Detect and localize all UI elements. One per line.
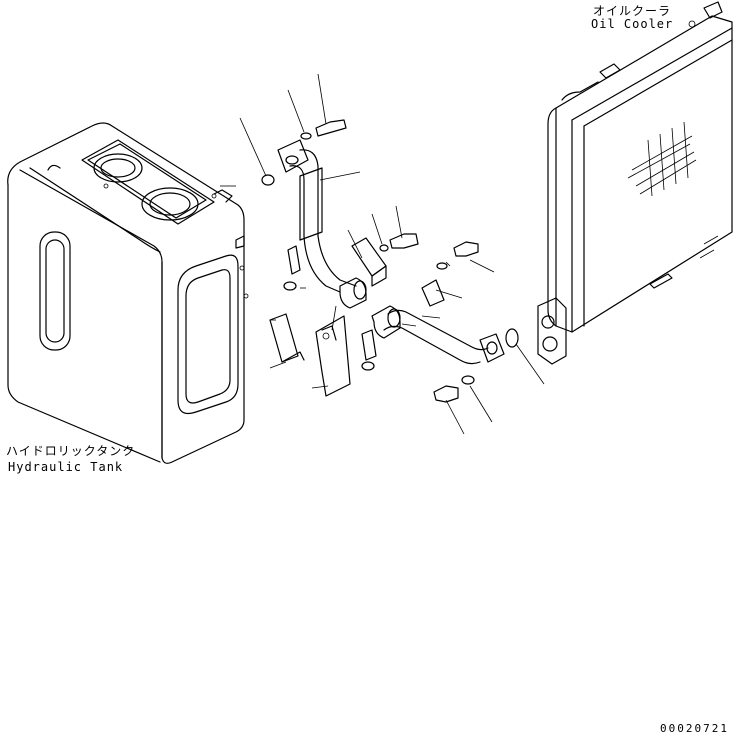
oil-cooler-label-en: Oil Cooler — [591, 17, 674, 31]
oil-cooler — [537, 1, 733, 365]
brackets — [269, 237, 445, 397]
lower-pipe-assembly — [383, 309, 519, 365]
hydraulic-tank — [7, 122, 245, 464]
leader-lines — [220, 73, 545, 435]
drawing-code: 00020721 — [660, 722, 729, 735]
hydraulic-tank-label-jp: ハイドロリックタンク — [6, 444, 136, 458]
oil-cooler-label-jp: オイルクーラ — [593, 4, 672, 18]
hydraulic-tank-label-en: Hydraulic Tank — [8, 460, 124, 474]
upper-hose-assembly — [277, 139, 357, 293]
fasteners — [239, 119, 479, 403]
hose-collars — [339, 277, 401, 339]
